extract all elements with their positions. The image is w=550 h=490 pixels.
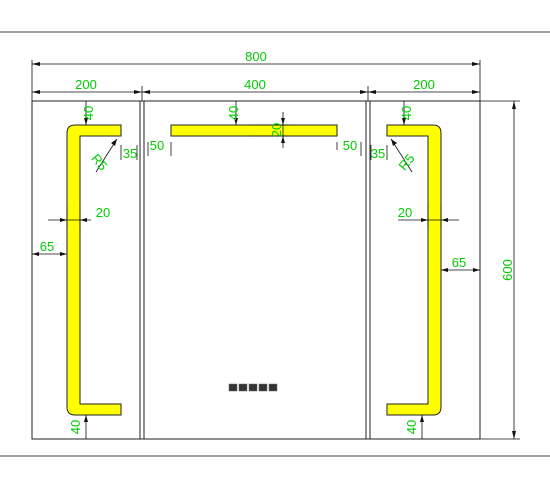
center-strip-width-label: 20 xyxy=(269,123,284,137)
led-strip-right xyxy=(386,124,442,416)
touch-button xyxy=(228,383,238,392)
dimension-panel-widths: 200 400 200 xyxy=(32,77,480,101)
gap-right-label: 35 xyxy=(371,146,385,161)
dimension-side-strip-widths: 20 20 xyxy=(48,205,459,228)
overall-height-label: 600 xyxy=(500,259,515,281)
dimension-overall-width: 800 xyxy=(31,49,481,101)
side-strip-width-left-label: 20 xyxy=(96,205,110,220)
touch-button-row xyxy=(228,383,278,392)
dimension-overall-height: 600 xyxy=(480,100,520,440)
touch-button xyxy=(268,383,278,392)
panel-left-width-label: 200 xyxy=(75,77,97,92)
overall-width-label: 800 xyxy=(245,49,267,64)
touch-button xyxy=(238,383,248,392)
bottom-offset-left-label: 40 xyxy=(68,420,83,434)
bottom-offset-right-label: 40 xyxy=(404,420,419,434)
dimension-gaps: 35 50 50 35 xyxy=(120,138,388,161)
dimension-top-offsets: 40 40 40 xyxy=(81,101,414,125)
center-inset-left-label: 50 xyxy=(150,138,164,153)
touch-button xyxy=(248,383,258,392)
top-offset-right-label: 40 xyxy=(399,106,414,120)
dimension-radii: R5 R5 xyxy=(88,138,418,173)
top-offset-left-label: 40 xyxy=(81,106,96,120)
led-strip-center xyxy=(170,124,338,137)
dimension-side-insets: 65 65 xyxy=(32,239,480,272)
panel-right-width-label: 200 xyxy=(413,77,435,92)
led-strips xyxy=(66,124,442,416)
top-offset-center-label: 40 xyxy=(226,106,241,120)
center-inset-right-label: 50 xyxy=(343,138,357,153)
panel-center-width-label: 400 xyxy=(244,77,266,92)
gap-left-label: 35 xyxy=(123,146,137,161)
dimension-bottom-offsets: 40 40 xyxy=(68,415,424,439)
dimension-center-strip-width: 20 xyxy=(250,112,290,148)
side-inset-right-label: 65 xyxy=(452,255,466,270)
radius-right-label: R5 xyxy=(395,151,417,173)
side-strip-width-right-label: 20 xyxy=(398,205,412,220)
led-strip-left xyxy=(66,124,122,416)
side-inset-left-label: 65 xyxy=(40,239,54,254)
touch-button xyxy=(258,383,268,392)
